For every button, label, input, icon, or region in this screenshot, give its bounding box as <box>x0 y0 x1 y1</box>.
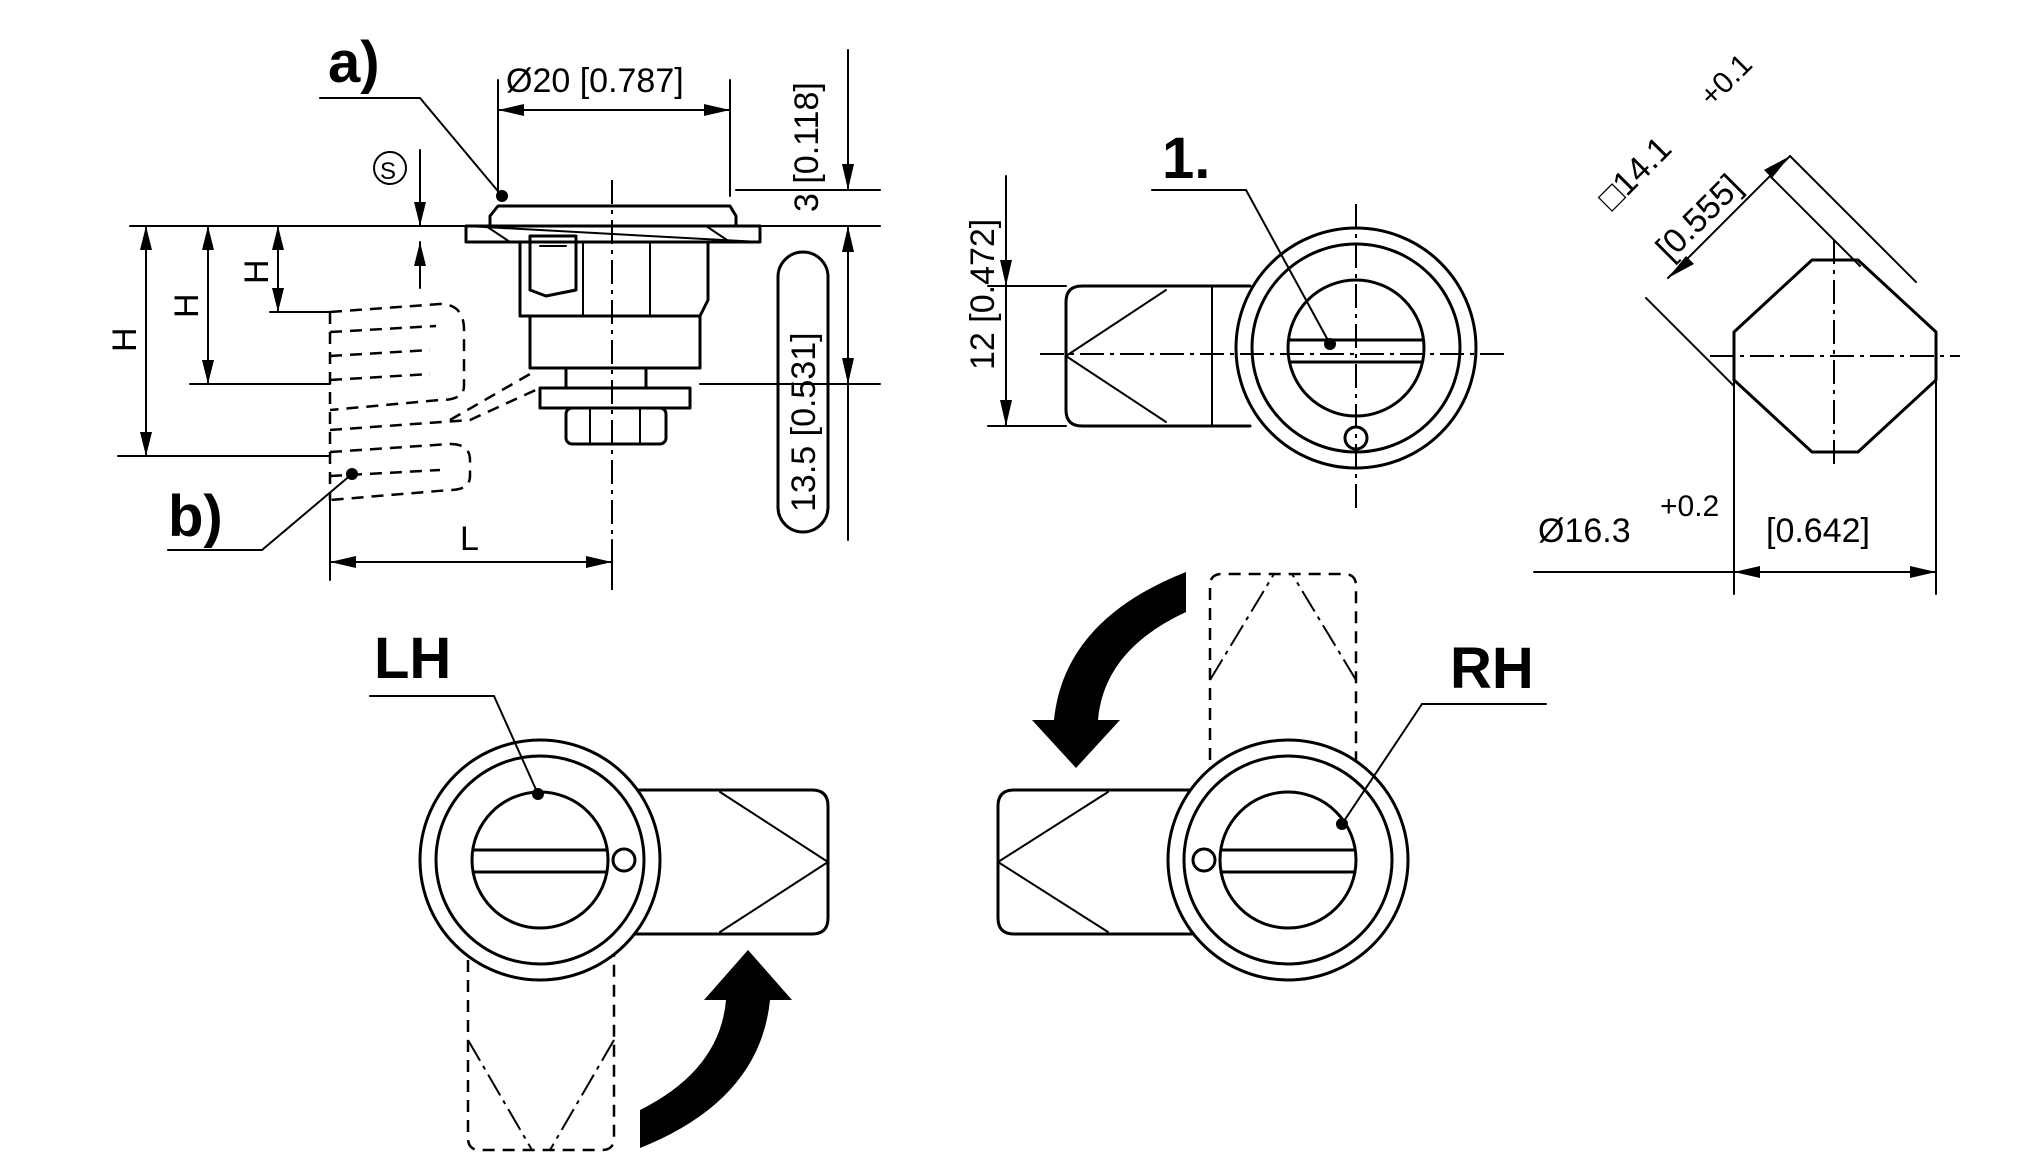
label-lh: LH <box>374 626 451 691</box>
dimension-dia20: Ø20 [0.787] <box>497 62 731 197</box>
dim-13-5-text: 13.5 [0.531] <box>785 332 823 512</box>
lh-rotation-arrow <box>640 950 792 1148</box>
callout-lh: LH <box>369 626 539 795</box>
s-symbol-text: S <box>380 158 396 185</box>
cam-dashed-positions <box>329 302 466 412</box>
dim-sq14-1-tol: +0.1 <box>1694 48 1759 113</box>
callout-a: a) <box>319 30 508 202</box>
callout-1: 1. <box>1151 126 1331 345</box>
dim-sq14-1-in: [0.555] <box>1649 167 1749 267</box>
dimension-h: H H H <box>106 225 467 457</box>
h1-text: H <box>238 259 276 284</box>
l-text: L <box>460 520 479 558</box>
label-one: 1. <box>1162 126 1210 191</box>
label-b: b) <box>168 484 223 549</box>
front-view <box>1040 204 1508 508</box>
h3-text: H <box>106 327 144 352</box>
label-rh: RH <box>1450 636 1534 701</box>
callout-b: b) <box>167 468 358 551</box>
dim-3-text: 3 [0.118] <box>788 82 826 212</box>
s-marker: S <box>373 149 426 289</box>
callout-rh: RH <box>1341 636 1547 825</box>
rh-view <box>996 572 1410 982</box>
dim-13-5-frame <box>776 250 830 534</box>
lh-view <box>418 738 830 1152</box>
nut <box>564 406 668 446</box>
cutout-detail: □14.1 +0.1 [0.555] Ø16.3 +0.2 [0.642] <box>1533 48 1960 595</box>
dimension-3: 3 [0.118] <box>735 49 881 261</box>
label-a: a) <box>328 30 380 95</box>
h2-text: H <box>168 293 206 318</box>
dimension-13-5: 13.5 [0.531] <box>699 225 881 541</box>
dim-dia16-3-tol: +0.2 <box>1660 490 1719 523</box>
dim-dia16-3-in: [0.642] <box>1766 512 1870 550</box>
rh-rotation-arrow <box>1032 572 1186 768</box>
dim-dia20-text: Ø20 [0.787] <box>506 62 684 100</box>
dim-12-text: 12 [0.472] <box>964 219 1002 370</box>
side-view <box>328 180 762 590</box>
dimension-l: L <box>329 499 613 581</box>
dim-sq14-1-text: □14.1 <box>1591 129 1679 217</box>
lock-body <box>518 240 710 318</box>
front-cam <box>1064 284 1252 428</box>
dimension-12: 12 [0.472] <box>964 175 1067 427</box>
dim-dia16-3-text: Ø16.3 <box>1538 512 1631 550</box>
